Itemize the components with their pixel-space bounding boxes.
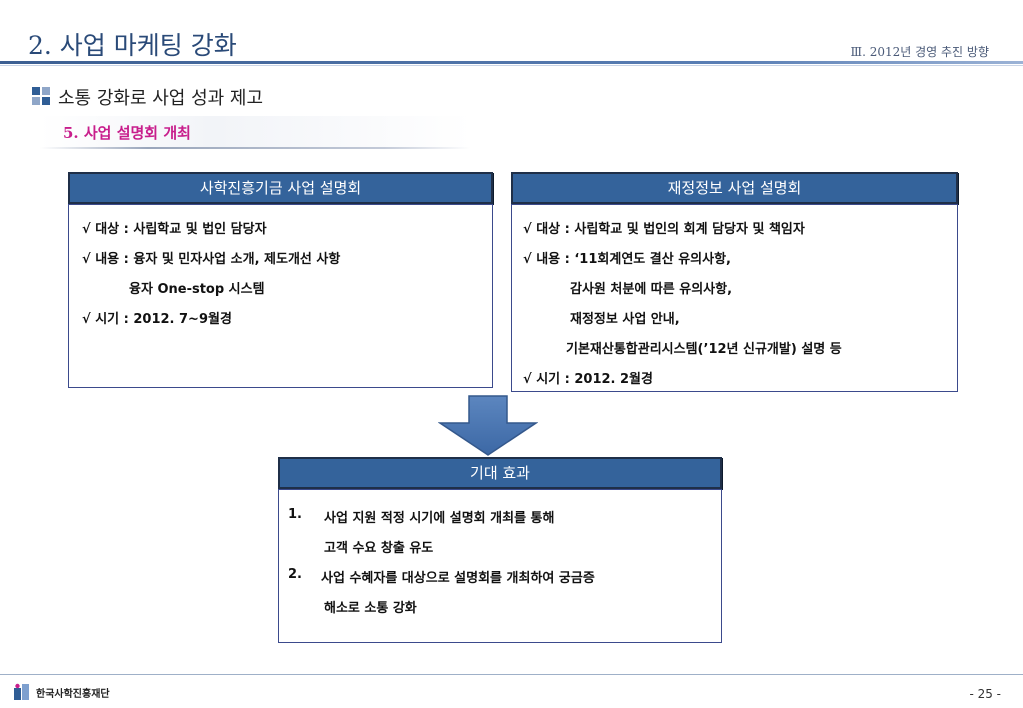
effect-item-text: 사업 수혜자를 대상으로 설명회를 개최하여 궁금증 (321, 571, 595, 586)
section-heading: 소통 강화로 사업 성과 제고 (58, 88, 264, 109)
right-box-body: √ 대상 : 사립학교 및 법인의 회계 담당자 및 책임자 √ 내용 : ‘1… (511, 204, 958, 392)
right-line: 기본재산통합관리시스템(’12년 신규개발) 설명 등 (566, 342, 842, 357)
right-line: √ 대상 : 사립학교 및 법인의 회계 담당자 및 책임자 (523, 222, 805, 237)
left-box-header: 사학진흥기금 사업 설명회 (68, 172, 493, 204)
org-emblem-icon (14, 683, 29, 700)
left-line: 융자 One-stop 시스템 (129, 282, 265, 297)
chapter-subtitle: Ⅲ. 2012년 경영 추진 방향 (850, 45, 989, 59)
effect-box-header: 기대 효과 (278, 457, 722, 489)
effect-item-text: 고객 수요 창출 유도 (324, 541, 434, 556)
org-name: 한국사학진흥재단 (36, 689, 110, 700)
right-box-header: 재정정보 사업 설명회 (511, 172, 958, 204)
effect-item-text: 해소로 소통 강화 (324, 601, 417, 616)
left-line: √ 대상 : 사립학교 및 법인 담당자 (82, 222, 267, 237)
effect-item-number: 1. (288, 507, 302, 522)
grid-bullet-icon (32, 87, 50, 105)
effect-item-number: 2. (288, 567, 302, 582)
right-line: √ 내용 : ‘11회계연도 결산 유의사항, (523, 252, 731, 267)
title-divider (0, 61, 1023, 64)
down-arrow-icon (438, 395, 538, 456)
right-line: √ 시기 : 2012. 2월경 (523, 372, 653, 387)
page-number: - 25 - (969, 687, 1001, 701)
subheading-band (40, 116, 472, 148)
page-title: 2. 사업 마케팅 강화 (28, 31, 237, 60)
effect-item-text: 사업 지원 적정 시기에 설명회 개최를 통해 (324, 511, 555, 526)
effect-box-body: 1. 사업 지원 적정 시기에 설명회 개최를 통해 고객 수요 창출 유도 2… (278, 489, 722, 643)
footer-divider (0, 674, 1023, 675)
right-line: 재정정보 사업 안내, (570, 312, 680, 327)
left-line: √ 내용 : 융자 및 민자사업 소개, 제도개선 사항 (82, 252, 341, 267)
left-line: √ 시기 : 2012. 7~9월경 (82, 312, 232, 327)
left-box-body: √ 대상 : 사립학교 및 법인 담당자 √ 내용 : 융자 및 민자사업 소개… (68, 204, 493, 388)
org-logo: 한국사학진흥재단 (12, 682, 142, 704)
subheading-underline (40, 147, 470, 149)
title-divider-thin (0, 65, 1023, 66)
right-line: 감사원 처분에 따른 유의사항, (570, 282, 733, 297)
subheading: 5. 사업 설명회 개최 (63, 124, 191, 142)
